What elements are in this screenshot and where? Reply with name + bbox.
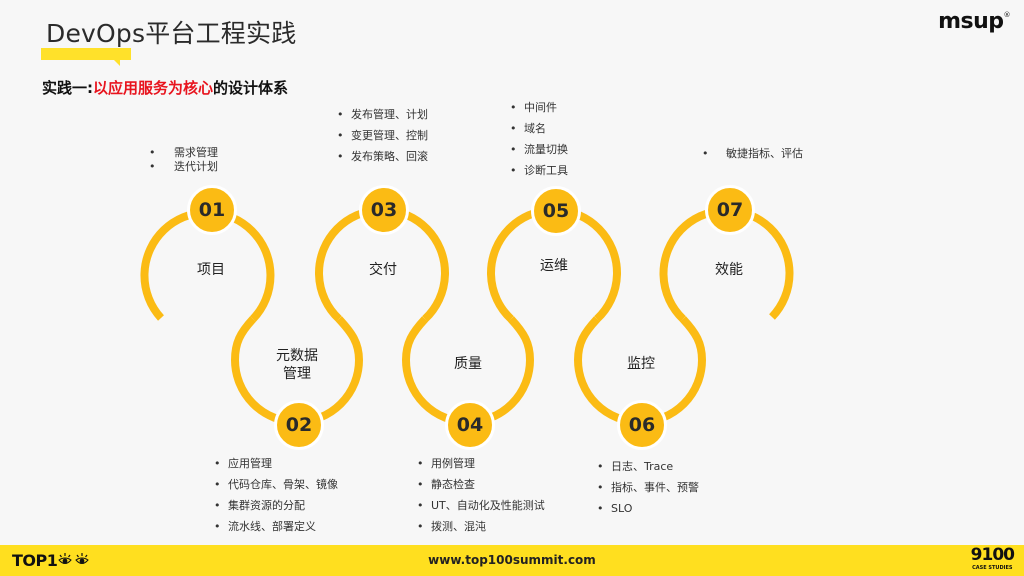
footer-bar: TOP1 www.top100summit.com 9100 CASE STUD… [0, 545, 1024, 576]
step-05-items: 中间件 域名 流量切换 诊断工具 [510, 97, 568, 181]
case-studies-logo-text: CASE STUDIES [972, 565, 1013, 571]
website-link[interactable]: www.top100summit.com [428, 553, 596, 567]
list-item: 诊断工具 [510, 160, 568, 181]
subtitle-prefix: 实践一: [42, 79, 93, 97]
step-03-items: 发布管理、计划 变更管理、控制 发布策略、回滚 [337, 104, 428, 167]
list-item: 变更管理、控制 [337, 125, 428, 146]
list-item: 日志、Trace [597, 456, 699, 477]
case-studies-logo: 9100 CASE STUDIES [970, 545, 1015, 572]
msup-logo: msup® [938, 9, 1010, 34]
step-badge-03: 03 [359, 185, 409, 235]
list-item: UT、自动化及性能测试 [417, 495, 545, 516]
list-item: 需求管理 [149, 146, 218, 160]
list-item: 拨测、混沌 [417, 516, 545, 537]
step-04-items: 用例管理 静态检查 UT、自动化及性能测试 拨测、混沌 [417, 453, 545, 537]
step-label-02-line1: 元数据 [276, 348, 318, 364]
list-item: 域名 [510, 118, 568, 139]
title-underline-tail [114, 60, 120, 66]
list-item: 敏捷指标、评估 [702, 147, 803, 161]
eyes-icon [58, 553, 90, 564]
step-label-05: 运维 [540, 258, 568, 274]
list-item: 中间件 [510, 97, 568, 118]
list-item: 静态检查 [417, 474, 545, 495]
page-title: DevOps平台工程实践 [46, 19, 297, 48]
list-item: 代码仓库、骨架、镜像 [214, 474, 338, 495]
case-studies-logo-number: 9100 [970, 545, 1015, 565]
top100-logo: TOP1 [12, 551, 91, 570]
list-item: 集群资源的分配 [214, 495, 338, 516]
step-label-06: 监控 [627, 356, 655, 372]
list-item: 发布策略、回滚 [337, 146, 428, 167]
list-item: 流水线、部署定义 [214, 516, 338, 537]
list-item: 指标、事件、预警 [597, 477, 699, 498]
step-badge-06: 06 [617, 400, 667, 450]
step-label-07: 效能 [715, 262, 743, 278]
step-02-items: 应用管理 代码仓库、骨架、镜像 集群资源的分配 流水线、部署定义 [214, 453, 338, 537]
registered-mark: ® [1003, 11, 1011, 19]
list-item: 应用管理 [214, 453, 338, 474]
step-label-02-line2: 管理 [283, 366, 311, 382]
top100-logo-text: TOP1 [12, 551, 58, 570]
list-item: 流量切换 [510, 139, 568, 160]
subtitle-suffix: 的设计体系 [213, 79, 289, 97]
list-item: 发布管理、计划 [337, 104, 428, 125]
step-badge-02: 02 [274, 400, 324, 450]
section-subtitle: 实践一:以应用服务为核心的设计体系 [42, 77, 288, 98]
step-badge-07: 07 [705, 185, 755, 235]
step-label-03: 交付 [369, 262, 397, 278]
step-01-items: 需求管理 迭代计划 [149, 146, 218, 174]
step-label-02: 元数据 管理 [276, 347, 318, 383]
step-06-items: 日志、Trace 指标、事件、预警 SLO [597, 456, 699, 519]
step-label-01: 项目 [197, 262, 225, 278]
msup-logo-text: msup [938, 9, 1004, 34]
list-item: 迭代计划 [149, 160, 218, 174]
title-underline-decoration [41, 48, 131, 60]
step-badge-01: 01 [187, 185, 237, 235]
subtitle-highlight: 以应用服务为核心 [93, 79, 214, 97]
list-item: SLO [597, 498, 699, 519]
step-badge-05: 05 [531, 186, 581, 236]
step-07-items: 敏捷指标、评估 [702, 147, 803, 161]
list-item: 用例管理 [417, 453, 545, 474]
step-label-04: 质量 [454, 356, 482, 372]
step-badge-04: 04 [445, 400, 495, 450]
